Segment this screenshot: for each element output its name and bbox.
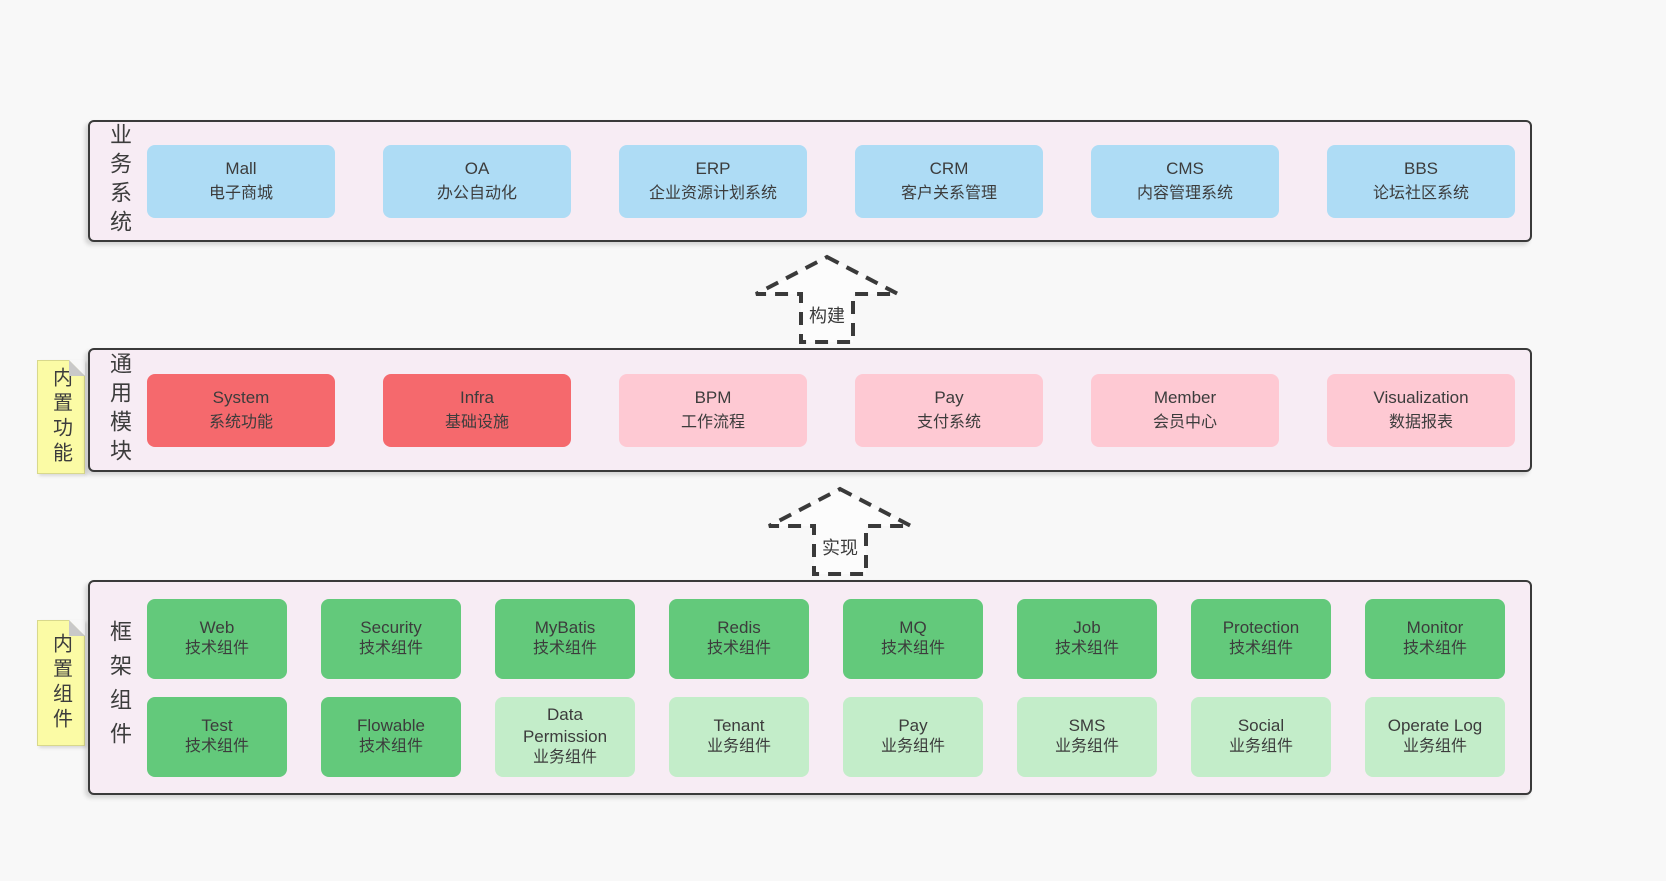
implement-arrow: 实现: [765, 486, 915, 578]
box-tenant: Tenant 业务组件: [669, 696, 809, 777]
box-monitor: Monitor 技术组件: [1365, 598, 1505, 679]
box-member: Member 会员中心: [1091, 373, 1279, 447]
box-visualization: Visualization 数据报表: [1327, 373, 1515, 447]
box-crm: CRM 客户关系管理: [855, 144, 1043, 218]
tech-components-row: Web 技术组件 Security 技术组件 MyBatis 技术组件 Redi…: [147, 598, 1530, 679]
box-flowable: Flowable 技术组件: [321, 696, 461, 777]
box-protection: Protection 技术组件: [1191, 598, 1331, 679]
box-sms: SMS 业务组件: [1017, 696, 1157, 777]
implement-arrow-label: 实现: [822, 538, 858, 558]
box-operate-log: Operate Log 业务组件: [1365, 696, 1505, 777]
box-cms: CMS 内容管理系统: [1091, 144, 1279, 218]
box-oa: OA 办公自动化: [383, 144, 571, 218]
business-systems-row: Mall 电子商城 OA 办公自动化 ERP 企业资源计划系统 CRM 客户关系…: [147, 144, 1530, 218]
box-erp: ERP 企业资源计划系统: [619, 144, 807, 218]
box-mq: MQ 技术组件: [843, 598, 983, 679]
box-pay: Pay 支付系统: [855, 373, 1043, 447]
box-pay-component: Pay 业务组件: [843, 696, 983, 777]
box-mybatis: MyBatis 技术组件: [495, 598, 635, 679]
band-label-business-systems: 业务系统: [107, 123, 132, 239]
box-security: Security 技术组件: [321, 598, 461, 679]
box-redis: Redis 技术组件: [669, 598, 809, 679]
biz-components-row: Test 技术组件 Flowable 技术组件 Data Permission …: [147, 696, 1530, 777]
box-test: Test 技术组件: [147, 696, 287, 777]
box-system: System 系统功能: [147, 373, 335, 447]
band-common-modules: 通用模块 System 系统功能 Infra 基础设施 BPM 工作流程 Pay: [88, 348, 1532, 472]
box-infra: Infra 基础设施: [383, 373, 571, 447]
band-business-systems: 业务系统 Mall 电子商城 OA 办公自动化 ERP 企业资源计划系统 CRM: [88, 120, 1532, 242]
sticky-note-built-in-features: 内置功能: [37, 360, 85, 474]
sticky-note-built-in-components: 内置组件: [37, 620, 85, 746]
box-bpm: BPM 工作流程: [619, 373, 807, 447]
box-mall: Mall 电子商城: [147, 144, 335, 218]
box-social: Social 业务组件: [1191, 696, 1331, 777]
box-data-permission: Data Permission 业务组件: [495, 696, 635, 777]
box-web: Web 技术组件: [147, 598, 287, 679]
box-bbs: BBS 论坛社区系统: [1327, 144, 1515, 218]
band-framework-components: 框架组件 Web 技术组件 Security 技术组件 MyBatis 技术组件…: [88, 580, 1532, 795]
band-label-framework-components: 框架组件: [107, 619, 132, 756]
build-arrow: 构建: [752, 254, 902, 346]
common-modules-row: System 系统功能 Infra 基础设施 BPM 工作流程 Pay 支付系统…: [147, 373, 1530, 447]
dashed-up-arrow-icon: [768, 486, 912, 576]
box-job: Job 技术组件: [1017, 598, 1157, 679]
dashed-up-arrow-icon: [755, 254, 899, 344]
build-arrow-label: 构建: [809, 306, 845, 326]
band-label-common-modules: 通用模块: [107, 352, 132, 468]
